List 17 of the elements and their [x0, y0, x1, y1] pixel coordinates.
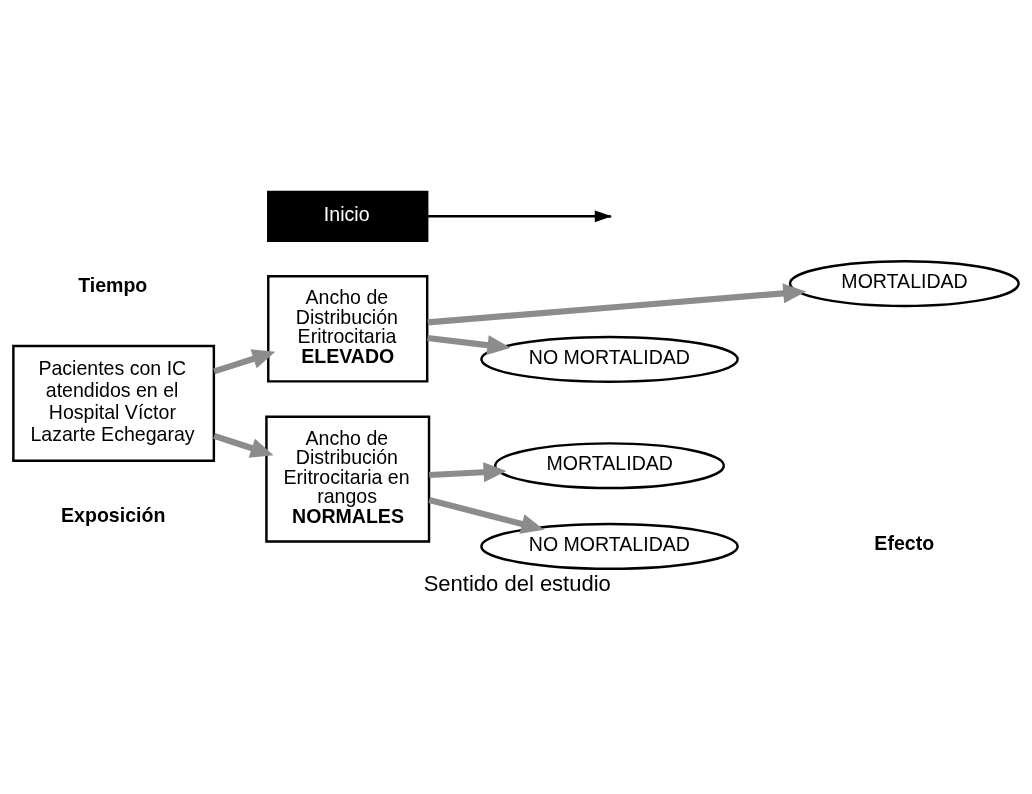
- arrow: [427, 282, 807, 325]
- arrow: [427, 334, 511, 355]
- node-box: Pacientes con IC atendidos en el Hospital Víctor Lazarte Echegaray: [12, 344, 216, 462]
- label: Tiempo: [78, 273, 148, 296]
- caption: Sentido del estudio: [423, 570, 611, 596]
- arrow: [429, 461, 507, 482]
- node-box: Ancho de Distribución Eritrocitaria en rangos NORMALES: [265, 415, 431, 543]
- node-box: Ancho de Distribución Eritrocitaria ELEVADO: [267, 274, 429, 383]
- node-box: Inicio: [267, 190, 429, 242]
- arrow: [213, 348, 276, 374]
- label: Efecto: [874, 531, 935, 554]
- label: Exposición: [61, 503, 166, 526]
- node-ellipse: NO MORTALIDAD: [480, 522, 739, 570]
- node-ellipse: MORTALIDAD: [494, 441, 726, 489]
- arrow: [428, 496, 545, 534]
- node-ellipse: MORTALIDAD: [788, 259, 1020, 307]
- arrow: [213, 432, 274, 458]
